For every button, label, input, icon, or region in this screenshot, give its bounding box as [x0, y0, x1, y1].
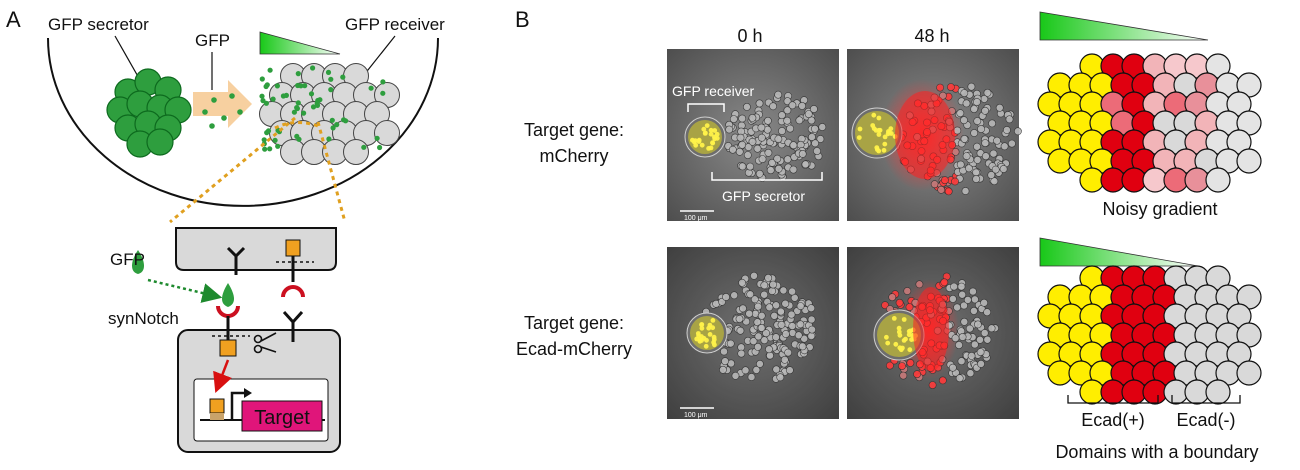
scissors-icon [253, 332, 277, 354]
ecad-minus-label: Ecad(-) [1176, 410, 1235, 430]
zoom-line-right [316, 121, 347, 223]
noisy-gradient-schematic [1037, 53, 1262, 193]
culture-dish [47, 37, 439, 207]
tf-on-dna [209, 398, 225, 414]
overlay-receiver-label: GFP receiver [672, 83, 755, 99]
ecad-plus-label: Ecad(+) [1081, 410, 1145, 430]
gradient-wedge-a [259, 31, 341, 55]
receiver-tf-box [219, 339, 237, 357]
scale-bar-1-label: 100 μm [684, 215, 708, 222]
row1-label-line2: mCherry [539, 146, 608, 166]
micrograph-row2-48h [847, 247, 1019, 419]
gfp-label: GFP [195, 31, 230, 50]
receiver-bracket [687, 103, 725, 112]
gfp-ligand-label: GFP [110, 250, 145, 269]
caption-noisy-gradient: Noisy gradient [1102, 199, 1217, 219]
secretor-bracket [711, 172, 823, 181]
gradient-wedge-b2 [1039, 237, 1199, 267]
zoom-line-left [169, 116, 296, 224]
gfp-molecules-arrow [202, 93, 243, 129]
tf-translocation-arrow [213, 359, 232, 394]
ecad-plus-bracket [1067, 395, 1159, 404]
row1-label-line1: Target gene: [524, 120, 624, 140]
sender-tf-box [285, 239, 301, 257]
synnotch-binder [216, 305, 240, 318]
gfp-receiver-cluster [259, 63, 400, 165]
ecad-minus-bracket [1171, 395, 1241, 404]
zoom-arc [274, 121, 319, 130]
bound-gfp [222, 283, 234, 307]
secretor-label: GFP secretor [48, 15, 149, 34]
secretor-leader [114, 35, 141, 81]
panel-b-letter: B [515, 7, 530, 32]
caption-domains: Domains with a boundary [1055, 442, 1258, 462]
micrograph-row1-0h [667, 49, 839, 221]
target-gene-box [241, 400, 323, 432]
gfp-droplet [132, 250, 144, 274]
time-48h: 48 h [914, 26, 949, 46]
synnotch-label: synNotch [108, 309, 179, 328]
boundary-schematic [1037, 265, 1262, 405]
sender-red-cap [281, 285, 305, 298]
sender-cell [175, 227, 337, 271]
scale-bar-2-label: 100 μm [684, 412, 708, 419]
row2-label-line2: Ecad-mCherry [516, 339, 632, 359]
micrograph-row1-48h [847, 49, 1022, 221]
row2-label-line1: Target gene: [524, 313, 624, 333]
micrograph-row2-0h [667, 247, 839, 419]
gfp-binding-arrow [147, 278, 223, 303]
diffusion-arrow [193, 80, 252, 128]
receiver-label: GFP receiver [345, 15, 445, 34]
target-label: Target [254, 407, 310, 429]
gradient-wedge-b1 [1039, 11, 1209, 41]
overlay-secretor-label: GFP secretor [722, 188, 805, 204]
gfp-secretor-cluster [106, 68, 192, 158]
panel-a-letter: A [6, 7, 21, 32]
receiver-anchor-y [282, 310, 304, 325]
promoter-arrow [230, 391, 246, 420]
time-0h: 0 h [737, 26, 762, 46]
